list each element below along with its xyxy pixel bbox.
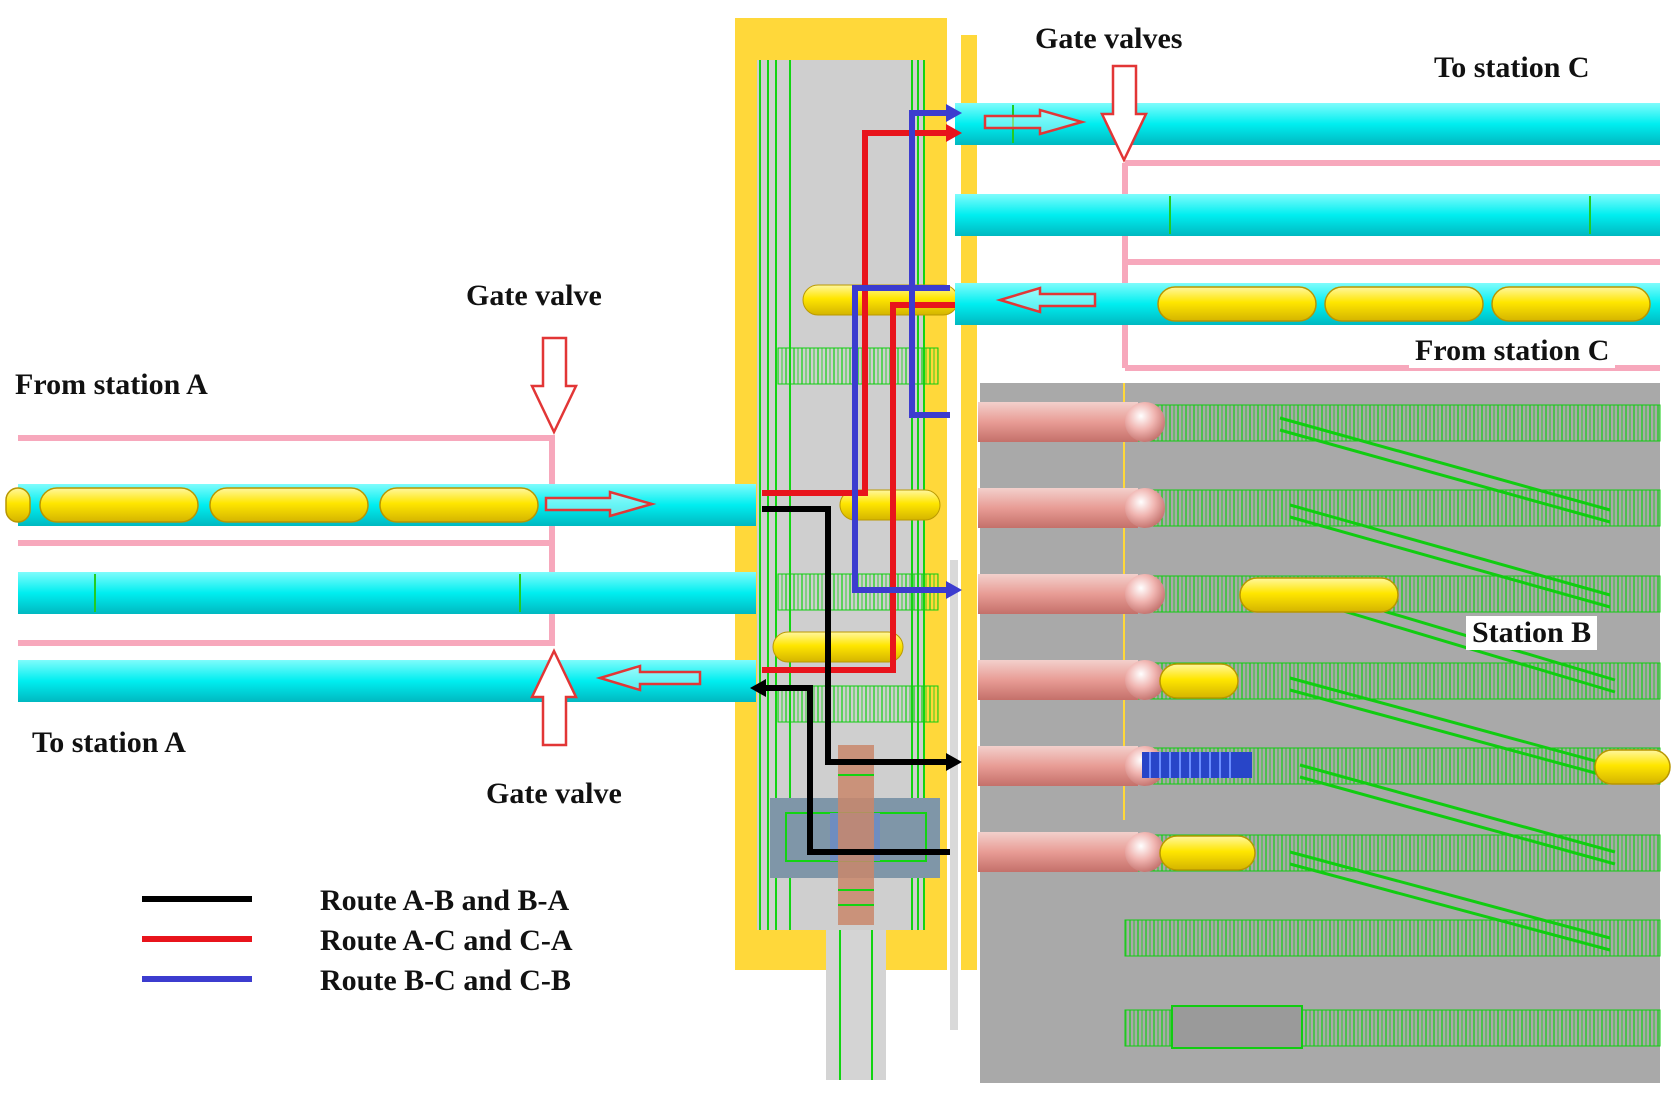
- gate-valve-down-arrow-icon: [530, 336, 578, 435]
- arrow-left-icon: [595, 664, 702, 692]
- station-a-corridor: [5, 336, 756, 747]
- gate-valves-down-arrow-icon: [1100, 64, 1148, 163]
- vehicles-a: [5, 487, 539, 523]
- from-station-c-label: From station C: [1409, 334, 1616, 368]
- route-arrowhead-icon: [946, 581, 962, 599]
- berths: [978, 402, 1165, 872]
- vehicles-c: [1157, 286, 1651, 322]
- to-station-a-label: To station A: [32, 726, 186, 759]
- route-arrowhead-icon: [946, 124, 962, 142]
- legend-label-bc: Route B-C and C-B: [320, 964, 571, 997]
- gate-valve-top-label: Gate valve: [466, 279, 602, 312]
- route-blue: [909, 110, 950, 418]
- arrow-left-icon: [995, 286, 1097, 314]
- station-b-platform: [978, 383, 1671, 1083]
- route-arrowhead-icon: [946, 104, 962, 122]
- route-blue-b: [852, 285, 950, 593]
- gate-valve-up-arrow-icon: [530, 648, 578, 747]
- gate-valve-bottom-label: Gate valve: [486, 777, 622, 810]
- arrow-right-icon: [983, 108, 1087, 136]
- route-arrowhead-icon: [946, 753, 962, 771]
- gate-valves-label: Gate valves: [1035, 22, 1183, 55]
- legend: [142, 896, 252, 982]
- route-black: [762, 506, 950, 855]
- arrow-right-icon: [544, 490, 657, 518]
- station-b-label: Station B: [1466, 616, 1598, 650]
- legend-label-ac: Route A-C and C-A: [320, 924, 573, 957]
- to-station-c-label: To station C: [1434, 51, 1590, 84]
- legend-label-ab: Route A-B and B-A: [320, 884, 570, 917]
- route-arrowhead-icon: [750, 679, 766, 697]
- station-c-corridor: [955, 64, 1660, 371]
- from-station-a-label: From station A: [15, 368, 208, 401]
